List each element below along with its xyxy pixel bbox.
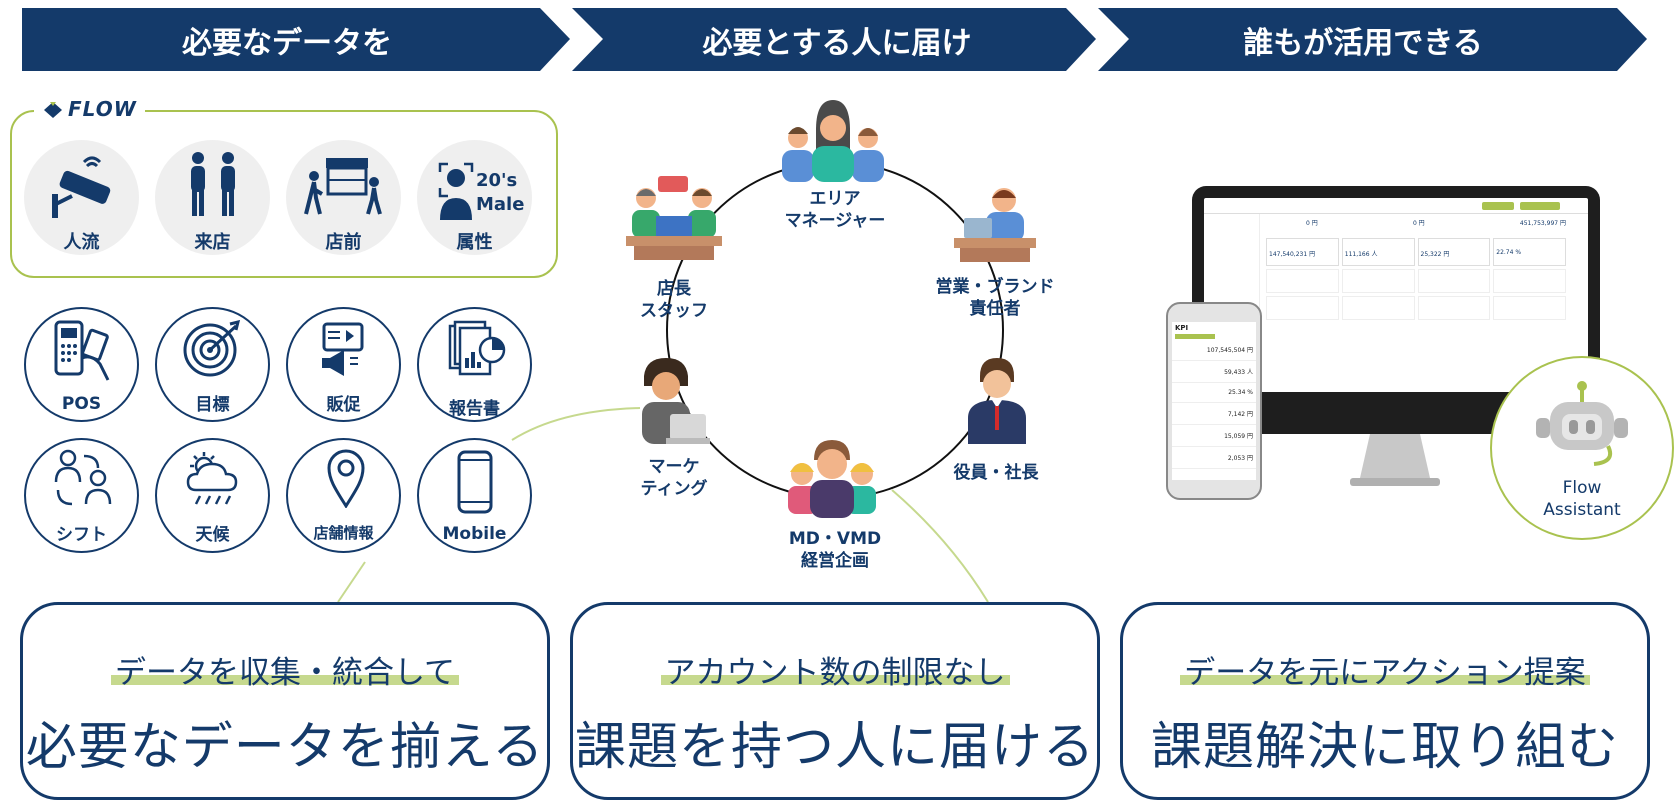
card-collect-title: 必要なデータを揃える <box>23 705 547 779</box>
role-brand-manager-line2: 責任者 <box>920 294 1070 319</box>
dashboard-card <box>1266 269 1339 293</box>
phone-row: 2,053 円 <box>1172 447 1256 469</box>
executive-icon <box>962 356 1032 444</box>
phone-row: 7,142 円 <box>1172 403 1256 425</box>
dashboard-card <box>1418 296 1491 320</box>
dashboard-summary: 0 円 0 円 451,753,997 円 <box>1266 218 1566 227</box>
dashboard-card <box>1266 296 1339 320</box>
dashboard-card: 25,322 円 <box>1418 238 1491 266</box>
dashboard-card: 111,166 人 <box>1342 238 1415 266</box>
phone-row: 15,059 円 <box>1172 425 1256 447</box>
role-executive: 役員・社長 <box>926 458 1066 483</box>
role-store-manager-line2: スタッフ <box>604 296 744 321</box>
md-vmd-icon <box>784 438 880 518</box>
assistant-label-line2: Assistant <box>1490 500 1674 520</box>
role-md-vmd-line2: 経営企画 <box>760 546 910 571</box>
card-deliver-title: 課題を持つ人に届ける <box>573 705 1097 779</box>
phone-screen: KPI 107,545,504 円 59,433 人 25.34 % 7,142… <box>1172 322 1256 480</box>
card-solve: データを元にアクション提案 課題解決に取り組む <box>1120 602 1650 800</box>
card-solve-title: 課題解決に取り組む <box>1123 705 1647 779</box>
brand-manager-icon <box>954 182 1036 264</box>
dashboard-card <box>1418 269 1491 293</box>
card-deliver-subtitle: アカウント数の制限なし <box>573 647 1097 692</box>
robot-icon <box>1528 380 1636 468</box>
card-collect-data: データを収集・統合して 必要なデータを揃える <box>20 602 550 800</box>
phone-row: 59,433 人 <box>1172 361 1256 383</box>
dashboard-card <box>1342 296 1415 320</box>
card-deliver: アカウント数の制限なし 課題を持つ人に届ける <box>570 602 1100 800</box>
monitor-stand <box>1320 434 1470 496</box>
dashboard-grid: 147,540,231 円 111,166 人 25,322 円 22.74 % <box>1266 238 1566 320</box>
role-marketing-line2: ティング <box>604 474 744 499</box>
card-collect-subtitle: データを収集・統合して <box>23 647 547 692</box>
store-manager-icon <box>626 174 722 264</box>
dashboard-card <box>1493 269 1566 293</box>
phone-row: 107,545,504 円 <box>1172 339 1256 361</box>
phone-row: 25.34 % <box>1172 383 1256 403</box>
marketing-icon <box>632 356 714 446</box>
dashboard-card: 147,540,231 円 <box>1266 238 1339 266</box>
phone-title: KPI <box>1172 322 1256 334</box>
role-area-manager-line2: マネージャー <box>760 206 910 231</box>
dashboard-card <box>1342 269 1415 293</box>
card-solve-subtitle: データを元にアクション提案 <box>1123 647 1647 692</box>
dashboard-topbar <box>1204 198 1588 214</box>
dashboard-card <box>1493 296 1566 320</box>
assistant-label-line1: Flow <box>1490 478 1674 498</box>
dashboard-card: 22.74 % <box>1493 238 1566 266</box>
area-manager-icon <box>776 100 890 182</box>
